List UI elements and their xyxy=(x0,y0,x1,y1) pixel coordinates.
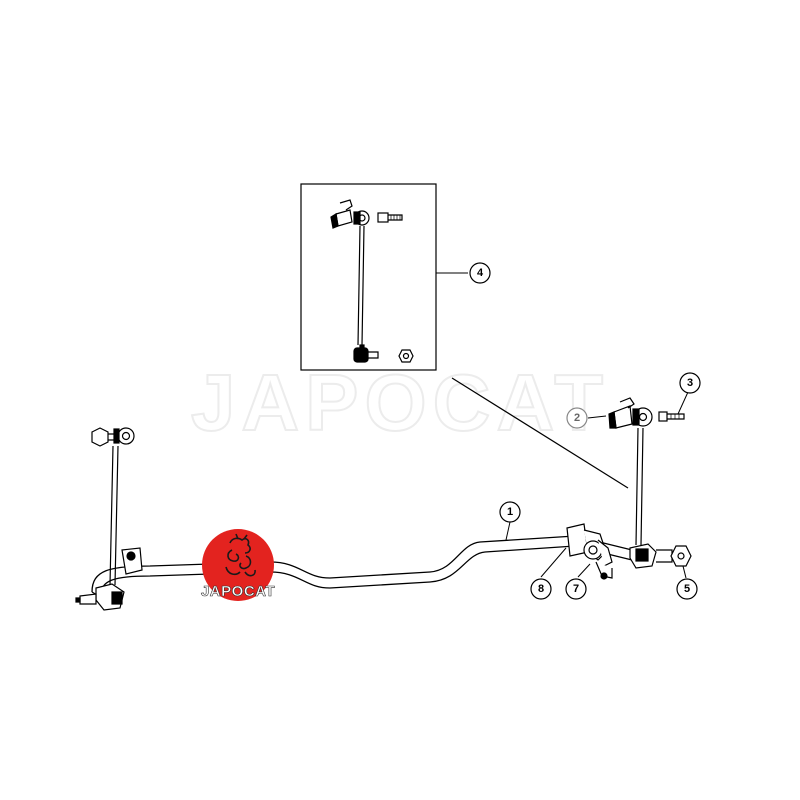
callout-5-label: 5 xyxy=(684,583,690,595)
leader-2 xyxy=(587,415,607,419)
inset-lower-joint xyxy=(353,347,369,363)
callout-7-label: 7 xyxy=(573,583,579,595)
logo-red-circle xyxy=(202,529,274,601)
watermark-text: JAPOCAT xyxy=(191,358,609,447)
right-stabilizer-link xyxy=(608,397,692,569)
japocat-logo: JAPOCAT xyxy=(201,529,275,601)
logo-cat-icon xyxy=(225,533,256,577)
callout-5: 5 xyxy=(676,578,698,600)
leader-1 xyxy=(505,521,511,541)
callout-3-label: 3 xyxy=(687,377,693,389)
callout-7: 7 xyxy=(565,578,587,600)
leader-8 xyxy=(540,547,567,578)
callout-1: 1 xyxy=(499,501,521,523)
callout-2: 2 xyxy=(566,407,588,429)
leader-7 xyxy=(577,563,591,578)
left-stabilizer-link xyxy=(75,427,143,611)
bar-bushing-clamp xyxy=(566,523,613,580)
inset-link-rod xyxy=(357,225,365,346)
inset-nut xyxy=(398,349,414,363)
callout-4-label: 4 xyxy=(477,267,484,279)
logo-text: JAPOCAT xyxy=(201,583,275,600)
detail-inset xyxy=(300,183,437,371)
leader-lines xyxy=(436,272,689,579)
leader-5 xyxy=(682,565,687,579)
callout-4: 4 xyxy=(469,262,491,284)
inset-leader-line xyxy=(451,377,629,489)
callout-3: 3 xyxy=(679,372,701,394)
leader-3 xyxy=(677,391,689,415)
callout-8: 8 xyxy=(530,578,552,600)
callout-2-label: 2 xyxy=(574,412,580,424)
inset-bolt-head xyxy=(377,212,389,223)
callout-1-label: 1 xyxy=(507,506,513,518)
inset-upper-bushing xyxy=(353,211,361,225)
callout-8-label: 8 xyxy=(538,583,544,595)
detail-frame xyxy=(300,183,437,371)
